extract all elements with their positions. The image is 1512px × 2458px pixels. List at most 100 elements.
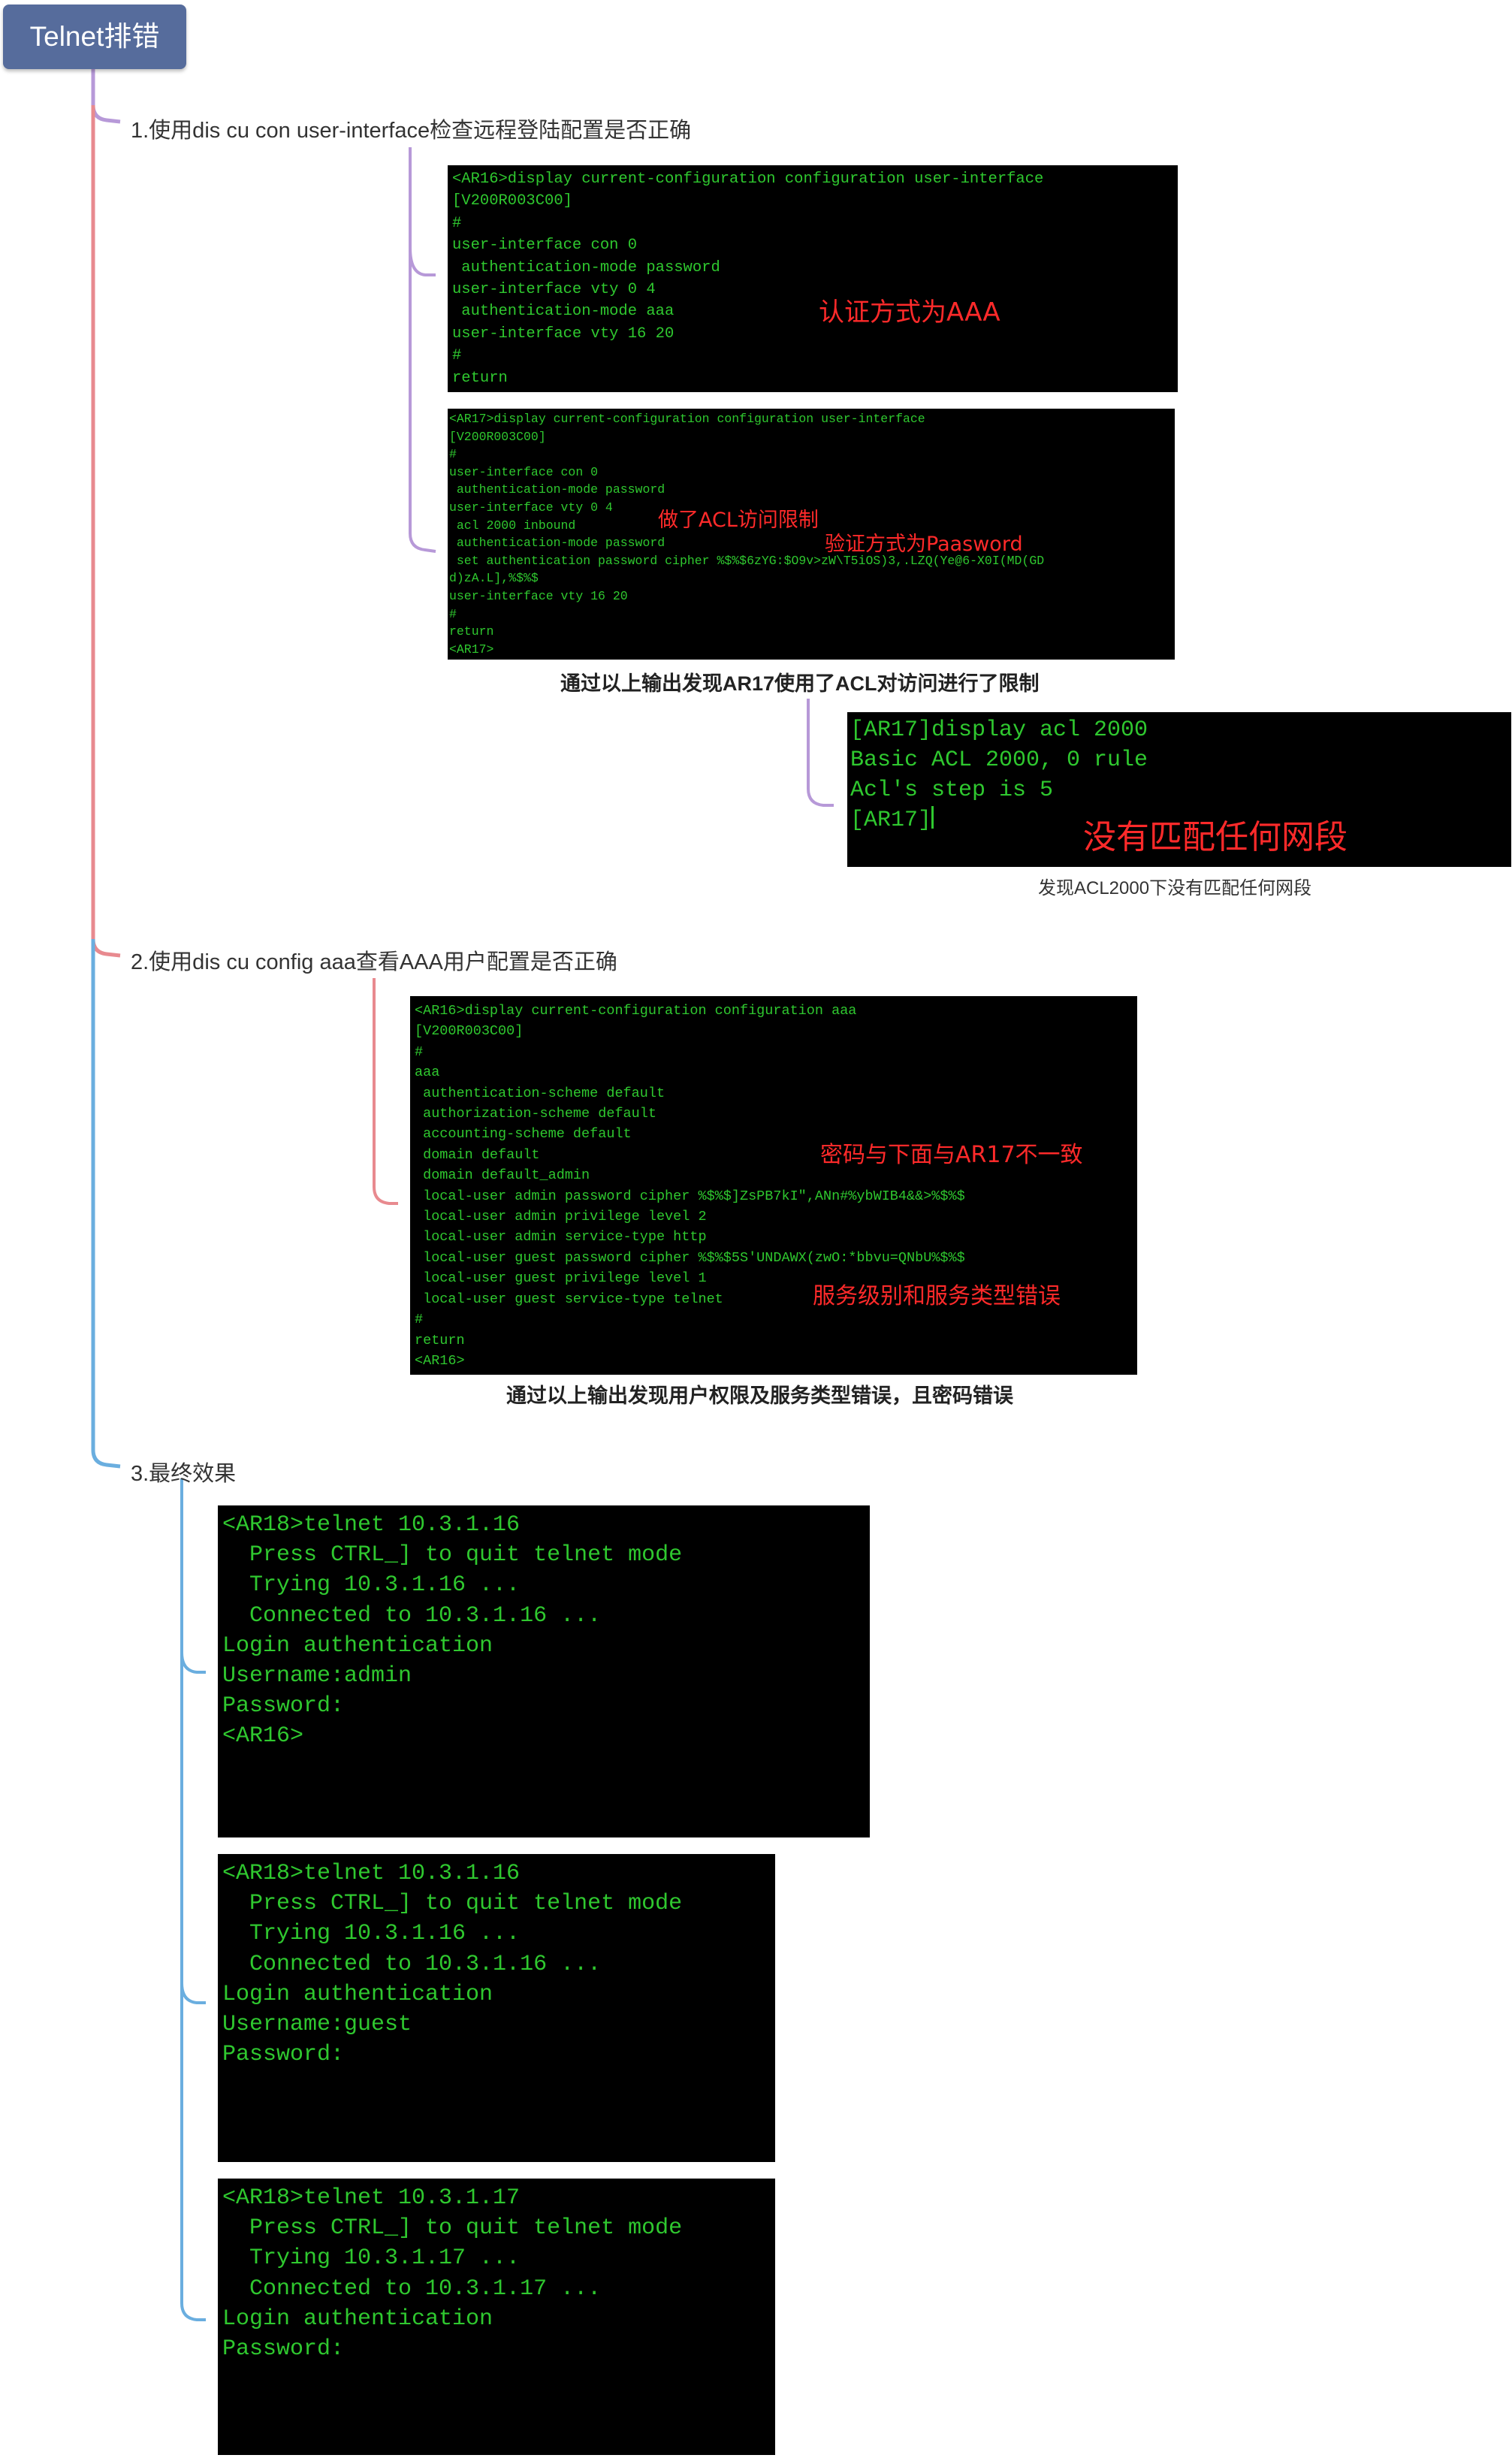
terminal-line: Login authentication (222, 2306, 493, 2332)
terminal-line: # (449, 606, 457, 621)
terminal-line: Connected to 10.3.1.16 ... (222, 1951, 602, 1977)
terminal-ar16-user-interface: <AR16>display current-configuration conf… (448, 165, 1178, 392)
terminal-line: Password: (222, 2042, 345, 2068)
branch-3-label[interactable]: 3.最终效果 (131, 1462, 237, 1486)
terminal-line: <AR16> (415, 1352, 465, 1369)
terminal-line: local-user admin service-type http (415, 1229, 707, 1246)
terminal-line: # (415, 1312, 424, 1328)
section2-sub-connector (373, 978, 398, 1205)
annotation-service-error: 服务级别和服务类型错误 (813, 1283, 1061, 1309)
annotation-no-match: 没有匹配任何网段 (1083, 818, 1348, 856)
terminal-line: <AR16>display current-configuration conf… (452, 171, 1044, 188)
terminal-line: <AR16> (222, 1723, 304, 1750)
section3-sub-connector-2 (180, 1982, 206, 2004)
terminal-line: Username:guest (222, 2012, 412, 2038)
terminal-line: <AR17> (449, 642, 494, 657)
root-node[interactable]: Telnet排错 (3, 5, 186, 69)
terminal-line: user-interface vty 16 20 (449, 588, 628, 603)
section2-caption: 通过以上输出发现用户权限及服务类型错误，且密码错误 (506, 1385, 1013, 1407)
terminal-line: # (452, 214, 462, 232)
section3-sub-connector-1 (180, 1652, 206, 1674)
terminal-ar17-user-interface: <AR17>display current-configuration conf… (448, 409, 1175, 660)
terminal-line: user-interface con 0 (449, 464, 599, 479)
terminal-line: <AR18>telnet 10.3.1.16 (222, 1861, 521, 1886)
terminal-line: authorization-scheme default (415, 1106, 656, 1122)
terminal-prompt: [AR17] (850, 808, 932, 833)
terminal-line: <AR16>display current-configuration conf… (415, 1003, 857, 1019)
terminal-line: authentication-mode password (449, 482, 665, 497)
terminal-line: user-interface con 0 (452, 237, 638, 255)
annotation-acl-restriction: 做了ACL访问限制 (658, 509, 819, 532)
terminal-line: Press CTRL_] to quit telnet mode (222, 2215, 683, 2242)
terminal-line: authentication-mode aaa (452, 303, 675, 321)
branch-2-label[interactable]: 2.使用dis cu config aaa查看AAA用户配置是否正确 (131, 950, 617, 974)
terminal-line: authentication-scheme default (415, 1085, 665, 1101)
annotation-auth-password: 验证方式为Paasword (825, 533, 1023, 556)
terminal-telnet-ar17: <AR18>telnet 10.3.1.17 Press CTRL_] to q… (218, 2179, 775, 2455)
terminal-line: local-user guest service-type telnet (415, 1291, 723, 1307)
terminal-line: Basic ACL 2000, 0 rule (850, 747, 1148, 773)
terminal-line: [V200R003C00] (449, 429, 546, 444)
terminal-line: authentication-mode password (449, 536, 665, 551)
terminal-line: local-user admin password cipher %$%$]Zs… (415, 1188, 965, 1204)
annotation-password-mismatch: 密码与下面与AR17不一致 (820, 1142, 1083, 1168)
acl-caption: 发现ACL2000下没有匹配任何网段 (1038, 878, 1312, 898)
terminal-line: <AR18>telnet 10.3.1.16 (222, 1512, 521, 1538)
section1-caption: 通过以上输出发现AR17使用了ACL对访问进行了限制 (560, 672, 1040, 695)
terminal-line: Press CTRL_] to quit telnet mode (222, 1542, 683, 1569)
terminal-line: authentication-mode password (452, 258, 720, 276)
terminal-line: domain default (415, 1146, 540, 1163)
terminal-line: <AR18>telnet 10.3.1.17 (222, 2185, 521, 2211)
acl-connector (807, 699, 834, 807)
terminal-line: domain default_admin (415, 1167, 590, 1184)
terminal-acl-2000: [AR17]display acl 2000 Basic ACL 2000, 0… (847, 712, 1511, 867)
terminal-line: Connected to 10.3.1.17 ... (222, 2275, 602, 2302)
branch1-connector (91, 69, 121, 124)
terminal-line: # (452, 347, 462, 365)
terminal-telnet-guest: <AR18>telnet 10.3.1.16 Press CTRL_] to q… (218, 1854, 775, 2162)
section1-sub-connector (409, 147, 436, 553)
terminal-line: Login authentication (222, 1632, 493, 1659)
terminal-line: Password: (222, 2336, 345, 2363)
terminal-line: # (415, 1043, 424, 1060)
terminal-line: set authentication password cipher %$%$6… (449, 553, 1045, 568)
terminal-line: return (449, 624, 494, 639)
terminal-line: [V200R003C00] (452, 192, 572, 210)
branch-1-label[interactable]: 1.使用dis cu con user-interface检查远程登陆配置是否正… (131, 119, 692, 143)
terminal-line: Login authentication (222, 1981, 493, 2007)
terminal-line: Password: (222, 1693, 345, 1720)
cursor-icon (931, 806, 934, 829)
terminal-line: Connected to 10.3.1.16 ... (222, 1602, 602, 1629)
terminal-line: local-user guest password cipher %$%$5S'… (415, 1249, 965, 1266)
terminal-line: return (415, 1332, 465, 1348)
terminal-line: Press CTRL_] to quit telnet mode (222, 1891, 683, 1917)
terminal-line: [AR17] (850, 805, 1511, 835)
terminal-line: local-user guest privilege level 1 (415, 1270, 707, 1287)
terminal-telnet-admin: <AR18>telnet 10.3.1.16 Press CTRL_] to q… (218, 1505, 870, 1837)
section1-sub-connector-1 (409, 247, 436, 276)
terminal-line: Trying 10.3.1.17 ... (222, 2245, 521, 2272)
terminal-line: d)zA.L],%$%$ (449, 571, 539, 586)
terminal-line: return (452, 369, 508, 387)
terminal-line: acl 2000 inbound (449, 518, 576, 533)
branch2-connector (91, 105, 121, 958)
branch3-connector (91, 939, 121, 1469)
annotation-auth-aaa: 认证方式为AAA (819, 297, 1000, 328)
terminal-line: user-interface vty 16 20 (452, 325, 675, 343)
terminal-line: Username:admin (222, 1663, 412, 1689)
terminal-ar16-aaa: <AR16>display current-configuration conf… (410, 996, 1137, 1375)
section3-sub-connector (180, 1478, 206, 2321)
terminal-line: Trying 10.3.1.16 ... (222, 1921, 521, 1947)
terminal-line: [V200R003C00] (415, 1023, 524, 1040)
terminal-line: user-interface vty 0 4 (452, 281, 656, 299)
terminal-line: local-user admin privilege level 2 (415, 1209, 707, 1225)
terminal-line: aaa (415, 1064, 440, 1081)
terminal-line: user-interface vty 0 4 (449, 500, 613, 515)
terminal-line: Trying 10.3.1.16 ... (222, 1572, 521, 1599)
root-title: Telnet排错 (29, 21, 160, 52)
terminal-line: [AR17]display acl 2000 (850, 717, 1148, 743)
terminal-line: Acl's step is 5 (850, 778, 1054, 803)
terminal-line: accounting-scheme default (415, 1126, 632, 1143)
terminal-line: # (449, 447, 457, 462)
terminal-line: <AR17>display current-configuration conf… (449, 412, 925, 426)
